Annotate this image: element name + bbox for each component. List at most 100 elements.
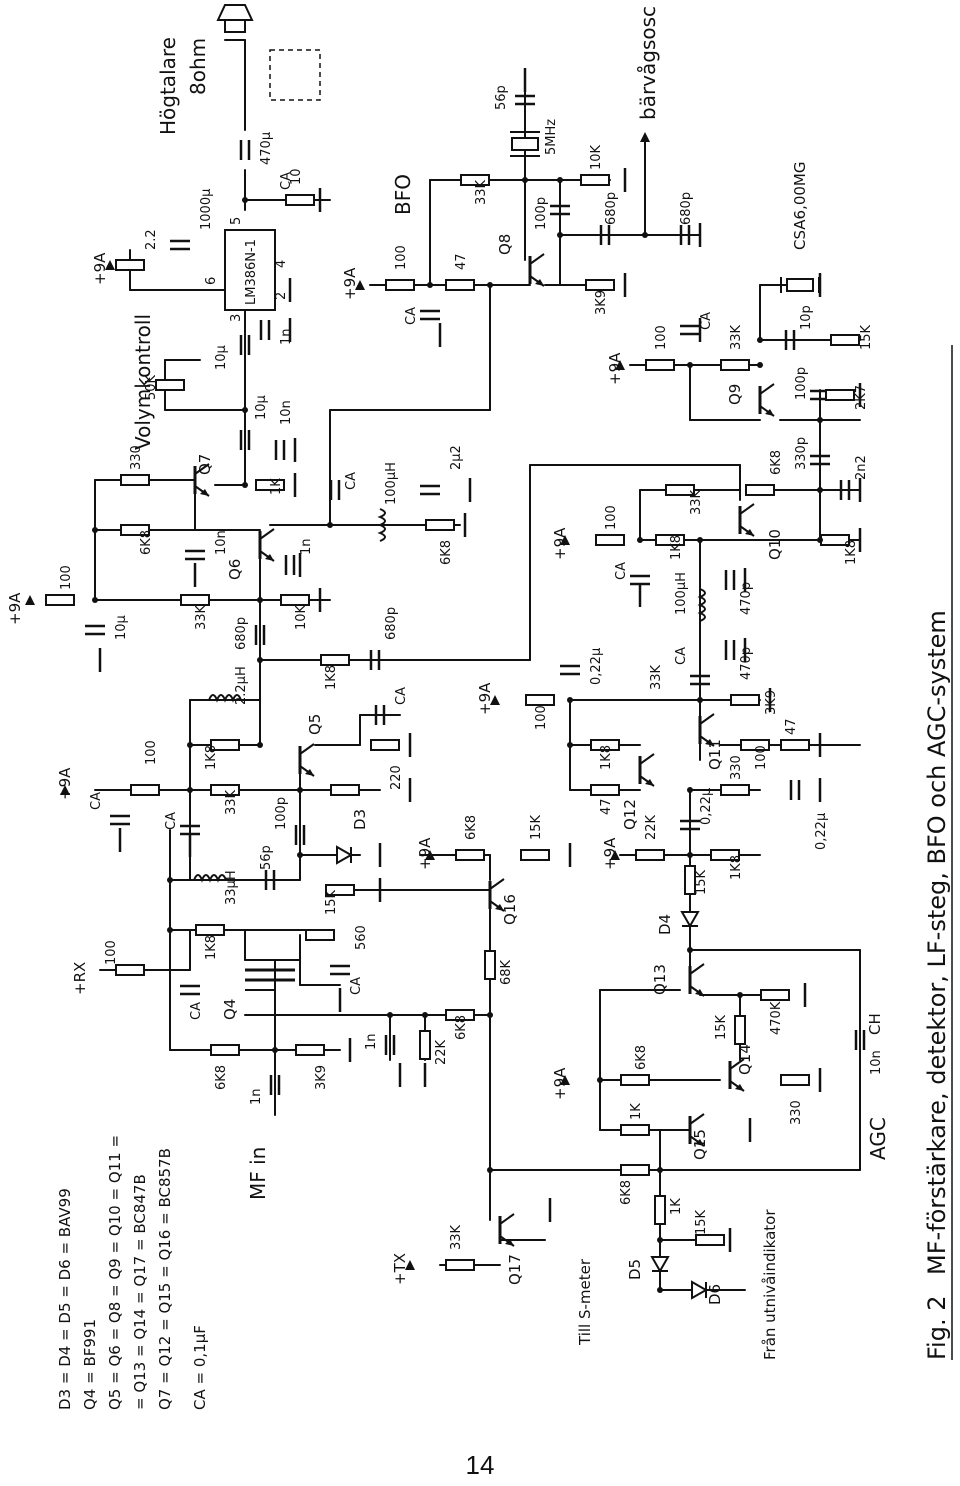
value-label: 15K bbox=[694, 869, 709, 895]
transistor-label: Q5 bbox=[306, 714, 324, 735]
resistor-symbol bbox=[370, 739, 400, 751]
value-label: 100μH bbox=[674, 572, 689, 615]
value-label: CA bbox=[349, 977, 364, 995]
value-label: 47 bbox=[599, 798, 614, 815]
resistor-symbol bbox=[620, 1074, 650, 1086]
speaker-symbol bbox=[216, 4, 321, 101]
transistor-label: Q17 bbox=[506, 1254, 524, 1285]
value-label: CA bbox=[674, 647, 689, 665]
value-label: 1K bbox=[269, 478, 284, 495]
legend-line: D3 = D4 = D5 = D6 = BAV99 bbox=[56, 1188, 74, 1410]
value-label: 2μ2 bbox=[449, 445, 464, 470]
resistor-symbol bbox=[635, 849, 665, 861]
value-label: 10n bbox=[279, 400, 294, 425]
transistor-label: Q13 bbox=[651, 964, 669, 995]
resistor-symbol bbox=[130, 784, 160, 796]
transistor-label: Q16 bbox=[501, 894, 519, 925]
resistor-symbol bbox=[780, 739, 810, 751]
resistor-symbol bbox=[645, 359, 675, 371]
value-label: 56p bbox=[259, 845, 274, 870]
value-label: 10μ bbox=[214, 345, 229, 370]
label-crystal: 5MHz bbox=[544, 119, 559, 155]
capacitor-symbol bbox=[168, 239, 192, 251]
diode-symbol bbox=[691, 1281, 707, 1299]
transistor-label: Q14 bbox=[736, 1044, 754, 1075]
value-label: 3K9 bbox=[594, 290, 609, 315]
transistor-label: Q11 bbox=[706, 739, 724, 770]
resistor-symbol bbox=[590, 784, 620, 796]
transistor-label: Q7 bbox=[196, 454, 214, 475]
value-label: 330 bbox=[729, 755, 744, 780]
value-label: 10 bbox=[289, 168, 304, 185]
crystal-symbol bbox=[510, 131, 540, 157]
legend-line: = Q13 = Q14 = Q17 = BC847B bbox=[131, 1174, 149, 1410]
value-label: 68K bbox=[499, 959, 514, 985]
value-label: 1K8 bbox=[729, 855, 744, 880]
value-label: 1K8 bbox=[324, 665, 339, 690]
label-s-meter: Till S-meter bbox=[576, 1258, 594, 1346]
label-bfo-out: bärvågsosc ut bbox=[636, 0, 660, 120]
transistor-symbol bbox=[638, 752, 656, 788]
capacitor-symbol bbox=[259, 318, 271, 342]
value-label: 3K9 bbox=[764, 690, 779, 715]
value-label: 5 bbox=[229, 217, 244, 225]
legend-line: Q4 = BF991 bbox=[81, 1319, 99, 1410]
value-label: 330 bbox=[789, 1100, 804, 1125]
mosfet-q4-symbol bbox=[245, 968, 295, 991]
resistor-symbol bbox=[115, 259, 145, 271]
resistor-symbol bbox=[120, 474, 150, 486]
value-label: 33μH bbox=[224, 870, 239, 905]
resistor-symbol bbox=[195, 924, 225, 936]
label-ic: LM386N-1 bbox=[244, 239, 259, 305]
label-speaker-ohm: 8ohm bbox=[186, 38, 210, 95]
resistor-symbol bbox=[620, 1164, 650, 1176]
page-number: 14 bbox=[465, 1450, 495, 1480]
resistor-symbol bbox=[760, 989, 790, 1001]
fig-title: MF-förstärkare, detektor, LF-steg, BFO o… bbox=[923, 610, 951, 1275]
legend-line: CA = 0,1μF bbox=[191, 1325, 209, 1410]
value-label: 1n bbox=[364, 1033, 379, 1050]
io-labels: MF in Högtalare 8ohm Volymkontroll 50K B… bbox=[131, 0, 890, 1360]
value-label: 6K8 bbox=[214, 1065, 229, 1090]
transistor-symbol bbox=[528, 252, 546, 288]
transistor-symbol bbox=[298, 742, 316, 778]
diode-label: D3 bbox=[351, 809, 369, 830]
capacitor-symbol bbox=[183, 549, 207, 561]
transistor-symbol bbox=[688, 962, 706, 998]
value-label: 1000μ bbox=[199, 189, 214, 230]
value-label: 33K bbox=[474, 179, 489, 205]
value-label: 470p bbox=[739, 582, 754, 615]
capacitor-symbol bbox=[83, 624, 107, 636]
value-label: 15K bbox=[529, 814, 544, 840]
rail-label: +9A bbox=[6, 592, 24, 625]
resistor-symbol bbox=[320, 654, 350, 666]
value-label: 100p bbox=[534, 197, 549, 230]
transistor-label: Q9 bbox=[726, 384, 744, 405]
value-label: CA bbox=[279, 172, 294, 190]
capacitor-symbol bbox=[418, 484, 442, 496]
value-label: 10μ bbox=[114, 615, 129, 640]
transistor-label: Q10 bbox=[766, 529, 784, 560]
legend-line: Q5 = Q6 = Q8 = Q9 = Q10 = Q11 = bbox=[106, 1135, 124, 1410]
value-label: 0,22μ bbox=[699, 788, 714, 825]
value-label: 10μ bbox=[254, 395, 269, 420]
resistor-symbol bbox=[734, 1015, 746, 1045]
rail-label: +9A bbox=[91, 252, 109, 285]
legend: D3 = D4 = D5 = D6 = BAV99 Q4 = BF991 Q5 … bbox=[56, 1135, 209, 1410]
value-label: 100 bbox=[59, 565, 74, 590]
capacitor-symbol bbox=[724, 638, 736, 662]
rail-label: +9A bbox=[476, 682, 494, 715]
value-label: CH bbox=[866, 1013, 884, 1035]
rail-label: +9A bbox=[606, 352, 624, 385]
resistor-symbol bbox=[825, 389, 855, 401]
diode-symbol bbox=[651, 1256, 669, 1272]
resistor-symbol bbox=[295, 1044, 325, 1056]
component-symbols bbox=[25, 4, 866, 1299]
value-label: 680p bbox=[604, 192, 619, 225]
value-label: 6 bbox=[204, 277, 219, 285]
diode-label: D6 bbox=[706, 1284, 724, 1305]
value-label: 1K8 bbox=[204, 745, 219, 770]
label-volume: Volymkontroll bbox=[131, 314, 155, 450]
value-label: 6K8 bbox=[634, 1045, 649, 1070]
value-label: CA bbox=[89, 792, 104, 810]
